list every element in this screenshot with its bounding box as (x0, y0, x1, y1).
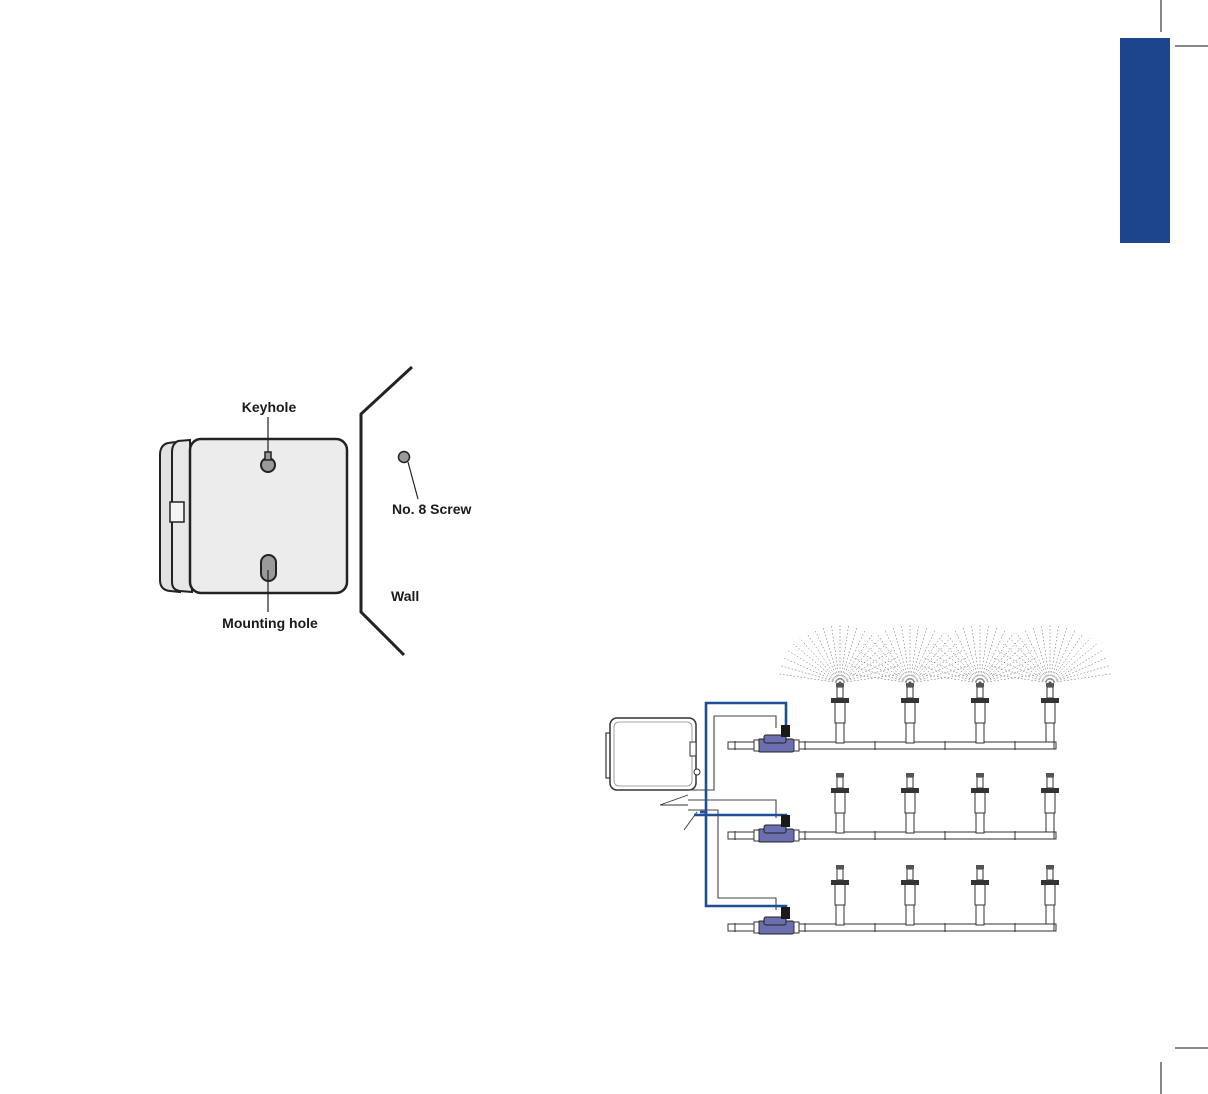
sprinkler-head-icon (1041, 865, 1059, 931)
side-latch (170, 502, 184, 522)
zones-layer (688, 624, 1111, 934)
irrigation-diagram (606, 624, 1111, 934)
solenoid-icon (781, 815, 790, 827)
spray-pattern (989, 624, 1111, 683)
valve-icon (754, 725, 799, 752)
sprinkler-head-icon (831, 773, 849, 833)
control-wire-3 (688, 810, 776, 910)
irrigation-controller (606, 718, 700, 790)
screw-icon (399, 452, 410, 463)
mounting-hole-label: Mounting hole (222, 615, 318, 631)
sprinkler-head-icon (989, 624, 1111, 749)
common-wire-1 (700, 703, 786, 812)
sprinkler-head-icon (901, 865, 919, 925)
mounting-diagram: Keyhole Mounting hole No. 8 Screw Wall (160, 367, 471, 655)
valve-icon (754, 815, 799, 842)
zone-3 (728, 865, 1059, 934)
common-wire-2 (694, 815, 786, 818)
section-tab (1120, 38, 1170, 243)
sprinkler-head-icon (901, 773, 919, 833)
sprinkler-head-icon (1041, 773, 1059, 839)
screw-label: No. 8 Screw (392, 501, 471, 517)
control-wire-1 (688, 716, 776, 790)
sprinkler-head-icon (831, 865, 849, 925)
solenoid-icon (781, 725, 790, 737)
sprinkler-head-icon (971, 773, 989, 833)
zone-1 (728, 624, 1111, 752)
zone-2 (728, 773, 1059, 842)
wall-label: Wall (391, 588, 419, 604)
spray-pattern (919, 624, 1041, 683)
spray-pattern (849, 624, 971, 683)
spray-pattern (779, 624, 901, 683)
valve-icon (754, 907, 799, 934)
keyhole-label: Keyhole (242, 399, 297, 415)
sprinkler-head-icon (971, 865, 989, 925)
solenoid-icon (781, 907, 790, 919)
